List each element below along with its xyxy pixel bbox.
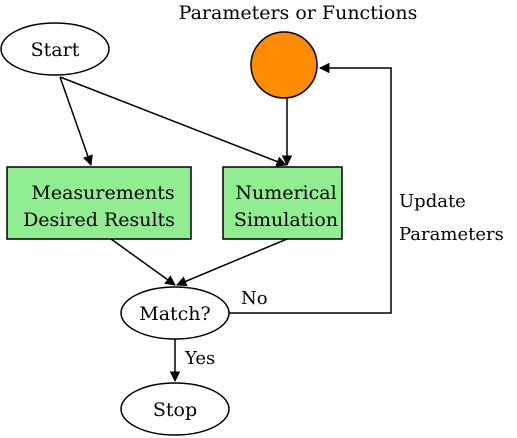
match-node: Match?: [120, 286, 230, 340]
measurements-label-line1: Measurements: [31, 182, 174, 204]
stop-node: Stop: [120, 382, 230, 436]
stop-ellipse: [120, 382, 230, 436]
edge-measurements-to-match: [110, 238, 176, 286]
yes-label: Yes: [184, 348, 215, 369]
match-label: Match?: [139, 303, 210, 325]
start-ellipse: [0, 22, 110, 76]
simulation-label-line2: Simulation: [234, 209, 338, 231]
edge-start-to-measurements: [59, 76, 93, 166]
simulation-box: [222, 166, 343, 240]
start-label: Start: [31, 39, 80, 61]
start-node: Start: [0, 22, 110, 76]
no-label: No: [241, 288, 268, 309]
measurements-node: Measurements Desired Results: [6, 166, 192, 240]
simulation-label-line1: Numerical: [235, 182, 336, 204]
stop-label: Stop: [153, 399, 197, 421]
edge-start-to-simulation: [59, 76, 287, 167]
measurements-label-line2: Desired Results: [23, 209, 175, 231]
simulation-node: Numerical Simulation: [222, 166, 343, 240]
edge-match-no-feedback: [229, 62, 392, 314]
update-label-line2: Parameters: [399, 224, 504, 245]
parameter-node: [250, 31, 318, 99]
edge-simulation-to-match: [176, 238, 288, 287]
parameters-caption: Parameters or Functions: [179, 2, 418, 24]
update-label-line1: Update: [399, 191, 466, 212]
measurements-box: [6, 166, 192, 240]
